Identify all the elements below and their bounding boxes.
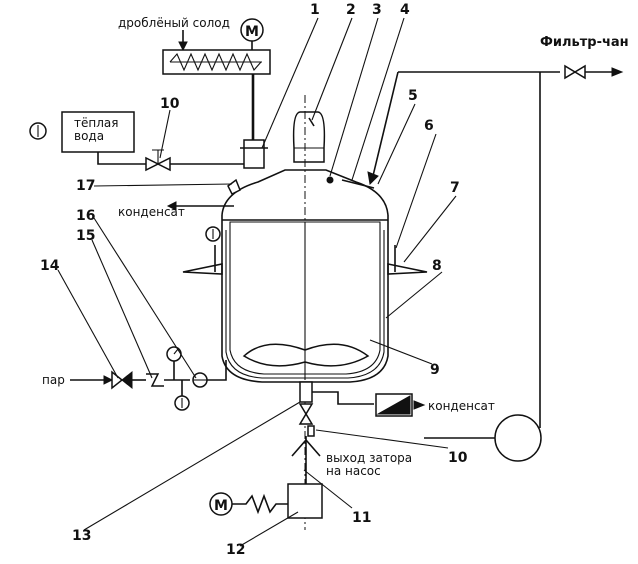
top-motor-icon: M <box>240 18 264 42</box>
stirrer <box>242 222 370 380</box>
num-17: 17 <box>76 178 95 194</box>
coupling <box>232 493 288 515</box>
loading-neck <box>240 139 268 169</box>
condensate-trap-icon <box>375 393 413 417</box>
steam-trap-icon <box>192 372 208 388</box>
num-12: 12 <box>226 542 245 558</box>
crushed-malt-label: дроблёный солод <box>118 16 230 30</box>
screw-conveyor <box>162 49 271 75</box>
svg-text:M: M <box>245 24 259 40</box>
num-2: 2 <box>346 2 356 18</box>
num-5: 5 <box>408 88 418 104</box>
num-6: 6 <box>424 118 434 134</box>
svg-text:M: M <box>214 498 228 514</box>
num-16: 16 <box>76 208 95 224</box>
vent-pipe <box>292 111 326 163</box>
num-7: 7 <box>450 180 460 196</box>
thermometer-icon <box>29 122 47 140</box>
bottom-condensate-pipe <box>312 391 374 405</box>
bottom-outlet <box>299 381 313 403</box>
num-14: 14 <box>40 258 60 274</box>
num-15: 15 <box>76 228 95 244</box>
lower-thermometer-icon <box>174 380 190 411</box>
num-4: 4 <box>400 2 410 18</box>
num-8: 8 <box>432 258 442 274</box>
num-10-bottom: 10 <box>448 450 468 466</box>
leader-lines <box>57 17 457 547</box>
gearbox <box>287 483 323 519</box>
dome-fitting <box>227 178 241 196</box>
pressure-reducer <box>146 373 164 387</box>
mash-pump-icon <box>494 414 542 462</box>
num-9: 9 <box>430 362 440 378</box>
num-3: 3 <box>372 2 382 18</box>
num-10-top: 10 <box>160 96 180 112</box>
filter-valve-icon <box>564 64 586 80</box>
num-11: 11 <box>352 510 371 526</box>
dome-port <box>326 176 334 184</box>
outlet-valve-icon <box>298 403 315 437</box>
water-pipe <box>97 152 150 165</box>
vessel-thermometer-icon <box>205 226 221 242</box>
filter-tank-label: Фильтр-чан <box>540 35 629 50</box>
steam-valve-icon <box>111 370 133 390</box>
num-1: 1 <box>310 2 320 18</box>
water-valve-icon <box>145 149 171 172</box>
steam-label: пар <box>42 373 65 387</box>
bottom-motor-icon: M <box>209 492 233 516</box>
bottom-condensate-label: конденсат <box>428 399 495 413</box>
top-condensate-label: конденсат <box>118 205 185 219</box>
outlet-funnel <box>291 438 321 457</box>
num-13: 13 <box>72 528 91 544</box>
